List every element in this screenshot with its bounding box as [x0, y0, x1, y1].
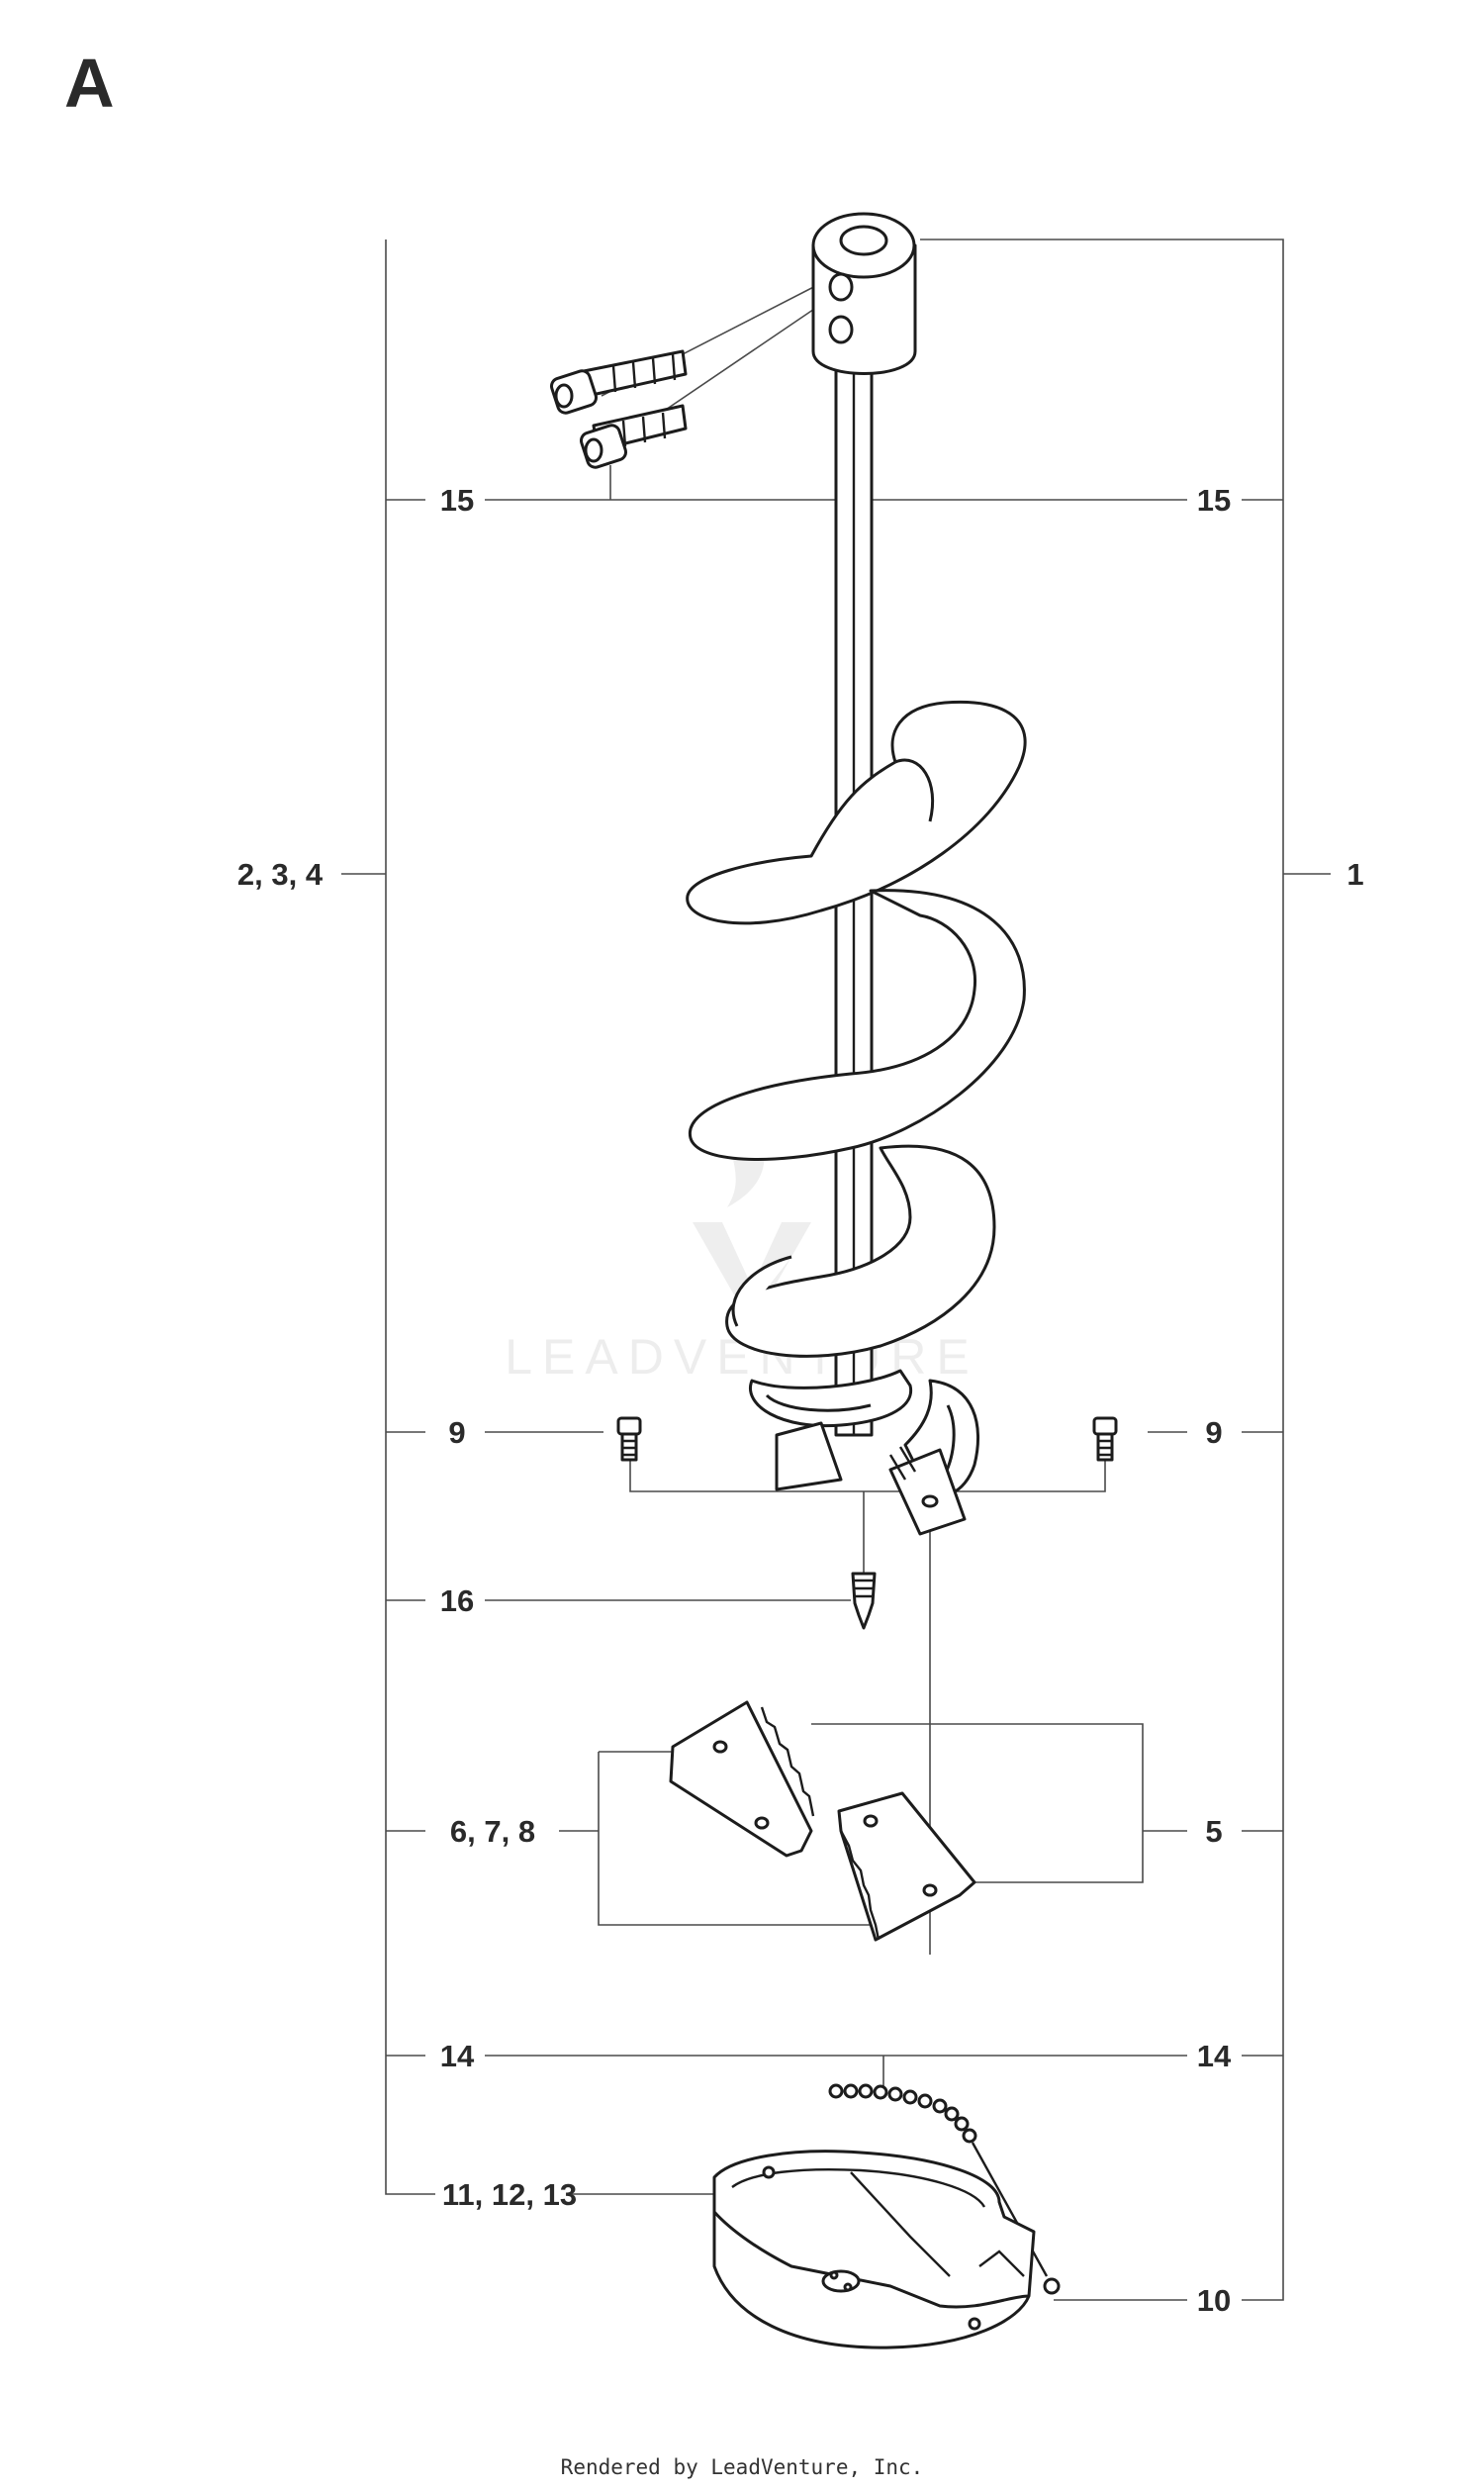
- cap-screw-upper: [549, 349, 688, 415]
- screw-left: [616, 1416, 642, 1462]
- callout-9-right: 9: [1205, 1415, 1222, 1450]
- callout-16: 16: [440, 1583, 474, 1618]
- callout-9-left: 9: [448, 1415, 465, 1450]
- auger-flighting: [686, 700, 1027, 1536]
- cap-screw-lower: [579, 404, 688, 469]
- cutting-blade-left: [669, 1700, 815, 1858]
- cutting-blade-right: [837, 1791, 976, 1942]
- callout-1: 1: [1346, 857, 1363, 892]
- footer-credit: Rendered by LeadVenture, Inc.: [561, 2455, 924, 2479]
- center-point: [851, 1572, 877, 1630]
- leader-lines: [341, 239, 1331, 2301]
- callout-15-right: 15: [1197, 483, 1231, 518]
- screw-right: [1092, 1416, 1118, 1462]
- callout-5: 5: [1205, 1814, 1222, 1849]
- section-label: A: [64, 45, 115, 122]
- callout-2-3-4: 2, 3, 4: [237, 857, 324, 892]
- callout-6-7-8: 6, 7, 8: [450, 1814, 535, 1849]
- callout-14-right: 14: [1197, 2039, 1232, 2073]
- callout-14-left: 14: [440, 2039, 475, 2073]
- callout-labels: 15 15 2, 3, 4 1 9 9 16 6, 7, 8 5 14 14 1…: [237, 483, 1364, 2318]
- retaining-chain: [828, 2083, 1061, 2295]
- callout-10: 10: [1197, 2283, 1231, 2318]
- blade-guard: [712, 2150, 1036, 2349]
- callout-11-12-13: 11, 12, 13: [442, 2177, 577, 2212]
- callout-15-left: 15: [440, 483, 474, 518]
- coupling-collar: [811, 212, 917, 375]
